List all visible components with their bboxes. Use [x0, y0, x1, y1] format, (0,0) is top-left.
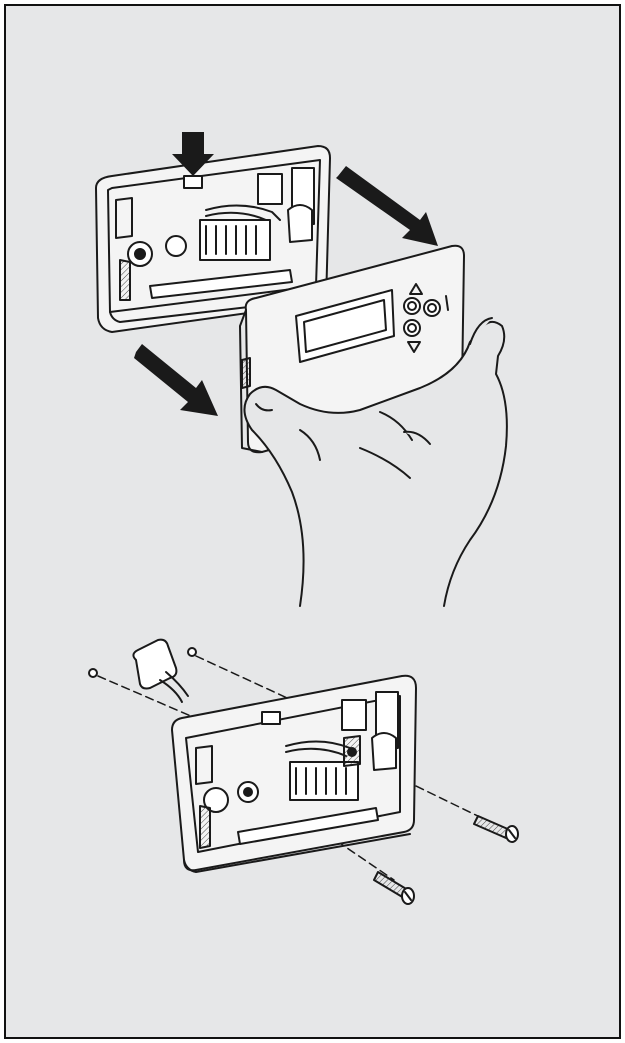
hand: [243, 317, 508, 607]
button-right-icon: [423, 299, 441, 317]
step2-group: [88, 638, 519, 905]
screw-left: [373, 871, 415, 905]
button-upper-icon: [403, 297, 421, 315]
down-triangle-icon: [407, 341, 421, 353]
pull-forward-arrow-bottom: [134, 344, 218, 416]
up-triangle-icon: [409, 283, 423, 295]
cable: [132, 638, 189, 703]
pull-forward-arrow-top: [336, 166, 438, 246]
press-down-arrow: [172, 132, 214, 176]
wallplate-top: [95, 145, 331, 333]
wallplate-bottom: [171, 674, 417, 873]
wall-plug-right: [187, 647, 197, 657]
step1-group: [95, 132, 508, 607]
button-lower-icon: [403, 319, 421, 337]
wall-plug-left: [88, 668, 98, 678]
screw-right: [473, 815, 519, 843]
